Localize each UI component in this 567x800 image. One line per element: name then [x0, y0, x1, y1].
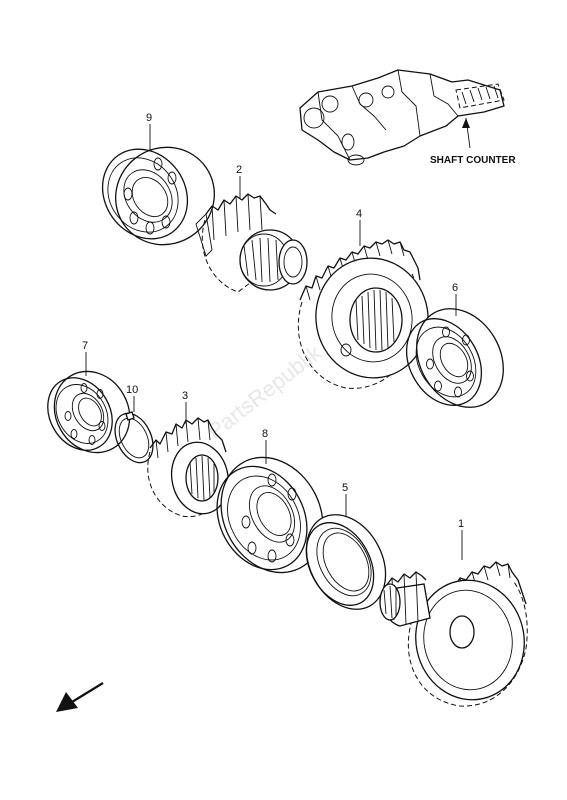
- callout-7: 7: [82, 340, 88, 352]
- callout-1: 1: [458, 518, 464, 530]
- part-5-seal: [305, 514, 387, 610]
- part-6-bearing: [405, 308, 504, 408]
- assembly-caption: SHAFT COUNTER: [430, 155, 516, 166]
- callout-9: 9: [146, 112, 152, 124]
- callout-8: 8: [262, 428, 268, 440]
- part-8-bearing: [216, 456, 324, 574]
- callout-2: 2: [236, 164, 242, 176]
- part-7-bearing: [47, 370, 131, 454]
- part-1-gear: [379, 561, 528, 707]
- callout-4: 4: [356, 208, 362, 220]
- part-10-circlip: [114, 411, 154, 464]
- direction-arrow-icon: [56, 682, 104, 712]
- part-3-gear: [147, 417, 230, 518]
- part-4-gear: [297, 239, 429, 389]
- part-2-gear: [195, 193, 308, 293]
- callout-10: 10: [126, 384, 138, 396]
- part-9-bearing: [101, 146, 216, 246]
- shaft-counter-assembly: [299, 69, 505, 166]
- callout-6: 6: [452, 282, 458, 294]
- callout-3: 3: [182, 390, 188, 402]
- callout-5: 5: [342, 482, 348, 494]
